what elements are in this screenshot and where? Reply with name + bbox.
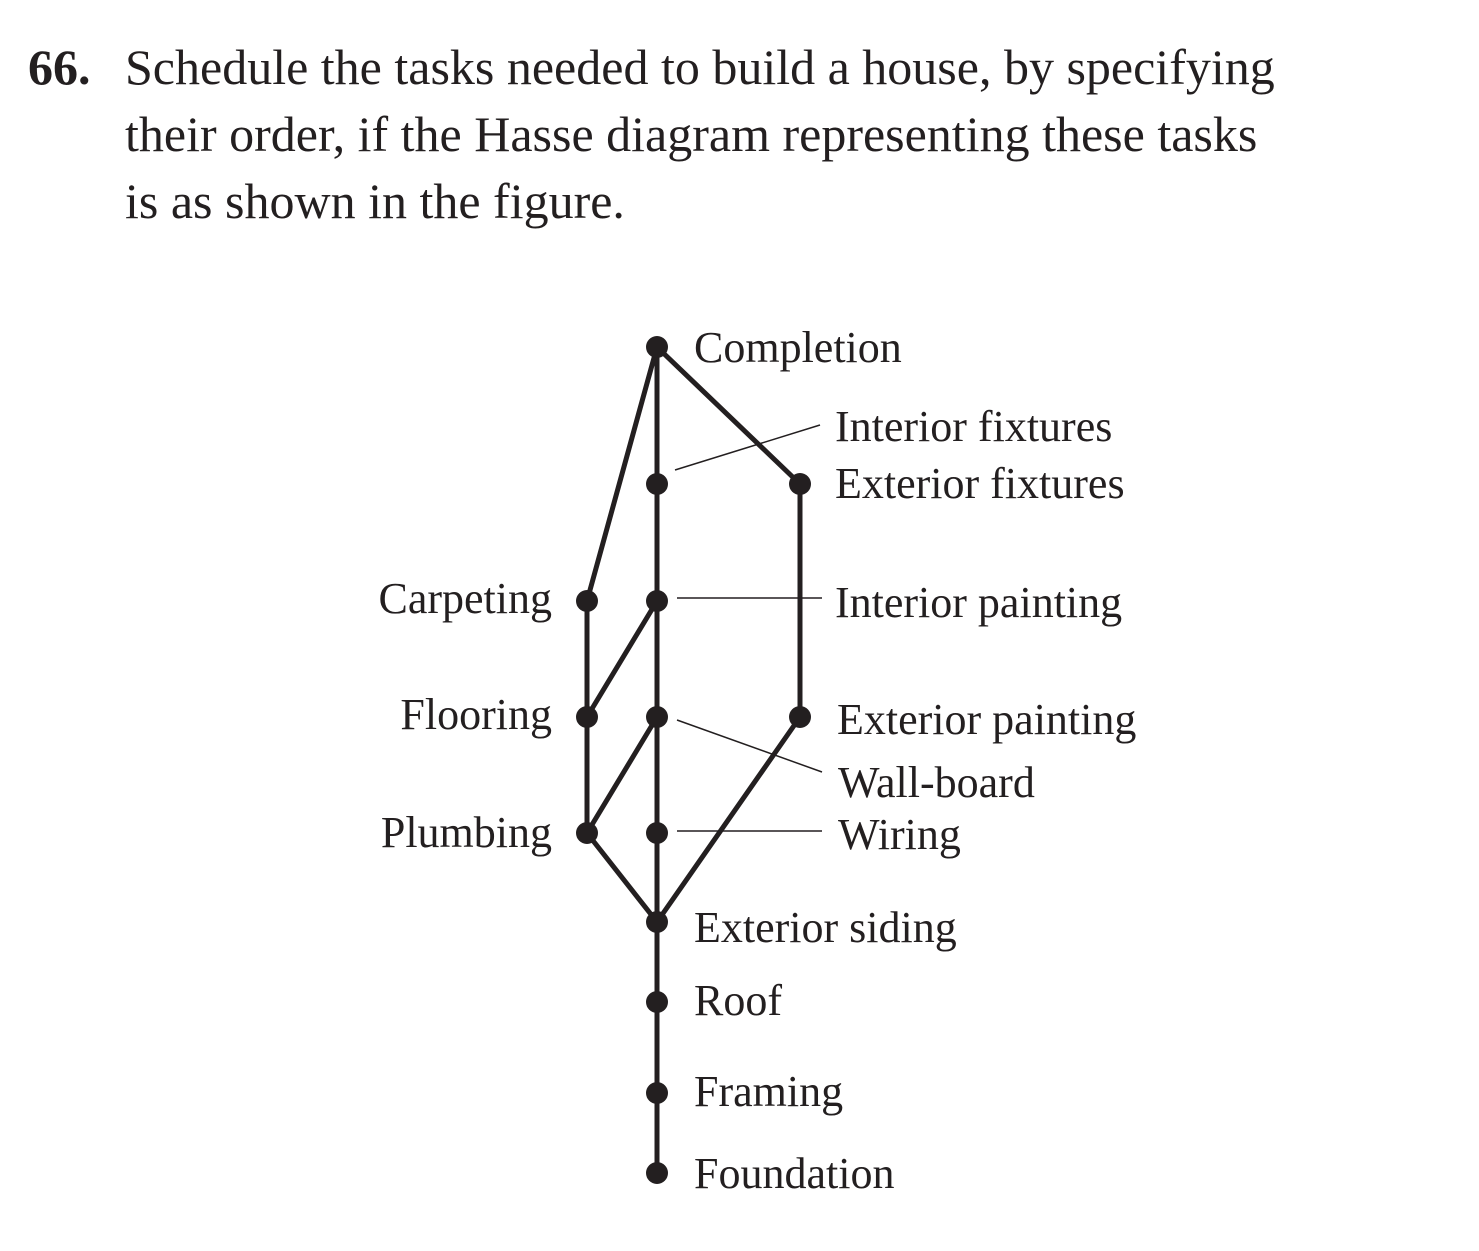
node-label-interior_fixtures: Interior fixtures — [835, 402, 1112, 451]
node-framing — [646, 1082, 668, 1104]
node-label-plumbing: Plumbing — [381, 808, 552, 857]
edge-wall_board-plumbing — [584, 714, 660, 836]
node-label-wall_board: Wall-board — [838, 758, 1035, 807]
problem-line: their order, if the Hasse diagram repres… — [125, 106, 1258, 162]
node-exterior_fixtures — [789, 473, 811, 495]
problem-number: 66. — [28, 39, 91, 95]
edge-exterior_painting-exterior_siding — [654, 714, 803, 925]
node-wall_board — [646, 706, 668, 728]
leader-line-interior_fixtures — [674, 424, 821, 471]
node-label-completion: Completion — [694, 323, 902, 372]
node-label-flooring: Flooring — [400, 690, 552, 739]
node-exterior_painting — [789, 706, 811, 728]
node-label-roof: Roof — [694, 976, 782, 1025]
edge-completion-exterior_fixtures — [654, 344, 803, 487]
leader-lines — [674, 424, 823, 832]
node-wiring — [646, 822, 668, 844]
node-label-foundation: Foundation — [694, 1149, 894, 1198]
problem-line: is as shown in the figure. — [125, 173, 625, 229]
edge-plumbing-exterior_siding — [584, 830, 660, 925]
edges — [584, 344, 803, 1176]
node-label-exterior_fixtures: Exterior fixtures — [835, 459, 1125, 508]
leader-line-wall_board — [676, 719, 823, 773]
nodes — [576, 336, 811, 1184]
node-flooring — [576, 706, 598, 728]
problem-text: Schedule the tasks needed to build a hou… — [125, 34, 1445, 235]
node-carpeting — [576, 590, 598, 612]
node-exterior_siding — [646, 911, 668, 933]
node-label-exterior_painting: Exterior painting — [837, 695, 1136, 744]
node-label-wiring: Wiring — [838, 810, 961, 859]
node-label-interior_painting: Interior painting — [835, 578, 1122, 627]
node-label-framing: Framing — [694, 1067, 843, 1116]
node-label-carpeting: Carpeting — [378, 574, 552, 623]
node-plumbing — [576, 822, 598, 844]
node-foundation — [646, 1162, 668, 1184]
node-label-exterior_siding: Exterior siding — [694, 903, 957, 952]
problem-line: Schedule the tasks needed to build a hou… — [125, 39, 1275, 95]
edge-interior_painting-flooring — [584, 598, 660, 720]
edge-completion-carpeting — [584, 344, 660, 604]
node-interior_fixtures — [646, 473, 668, 495]
node-interior_painting — [646, 590, 668, 612]
node-roof — [646, 991, 668, 1013]
node-completion — [646, 336, 668, 358]
